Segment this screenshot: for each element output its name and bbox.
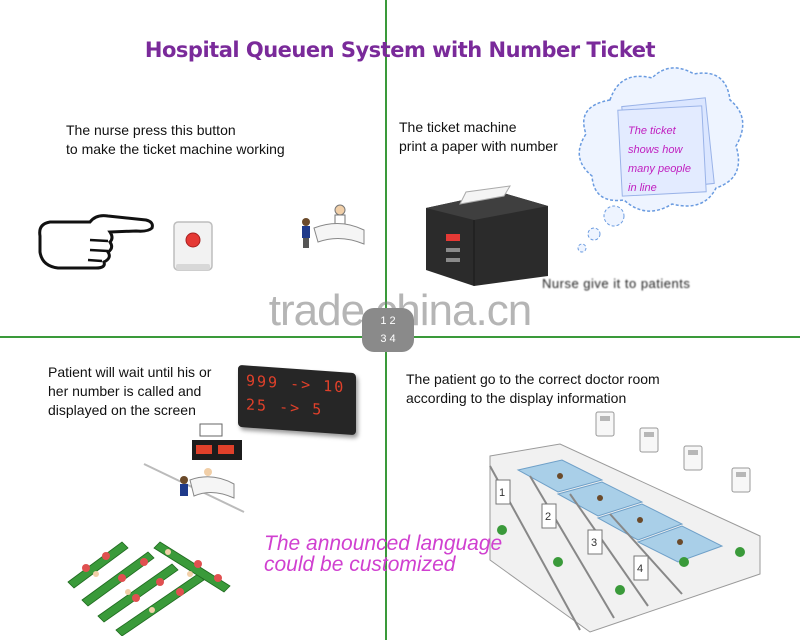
room-number-2: 2 [545,511,551,523]
caption-patient-wait: Patient will wait until his or her numbe… [48,363,211,420]
led-queue-display: 999 -> 10 25 -> 5 [238,365,356,435]
led-row-1: 999 -> 10 [246,371,345,396]
doctor-rooms-floorplan: 1 2 3 4 [470,440,770,636]
reception-desk-nurse [294,200,368,256]
caption-nurse-button: The nurse press this button to make the … [66,121,285,159]
quadrant-badge: 1 2 3 4 [362,308,414,352]
room-number-3: 3 [591,537,597,549]
caption-doctor-room: The patient go to the correct doctor roo… [406,370,660,408]
room-number-1: 1 [499,487,505,499]
room-terminal-icon [596,412,614,436]
led-row-2: 25 -> 5 [246,395,323,418]
waiting-patients-crowd [62,512,244,636]
language-note: The announced language could be customiz… [264,533,502,575]
page-title: Hospital Queuen System with Number Ticke… [0,38,800,62]
room-number-4: 4 [637,563,643,575]
cloud-text: The ticket shows how many people in line [628,122,708,198]
pointing-hand-icon [36,210,156,272]
waiting-room-reception [140,420,250,516]
ticket-printer-machine [420,178,552,288]
call-button-device [170,218,218,274]
caption-ticket-machine: The ticket machine print a paper with nu… [399,118,558,156]
